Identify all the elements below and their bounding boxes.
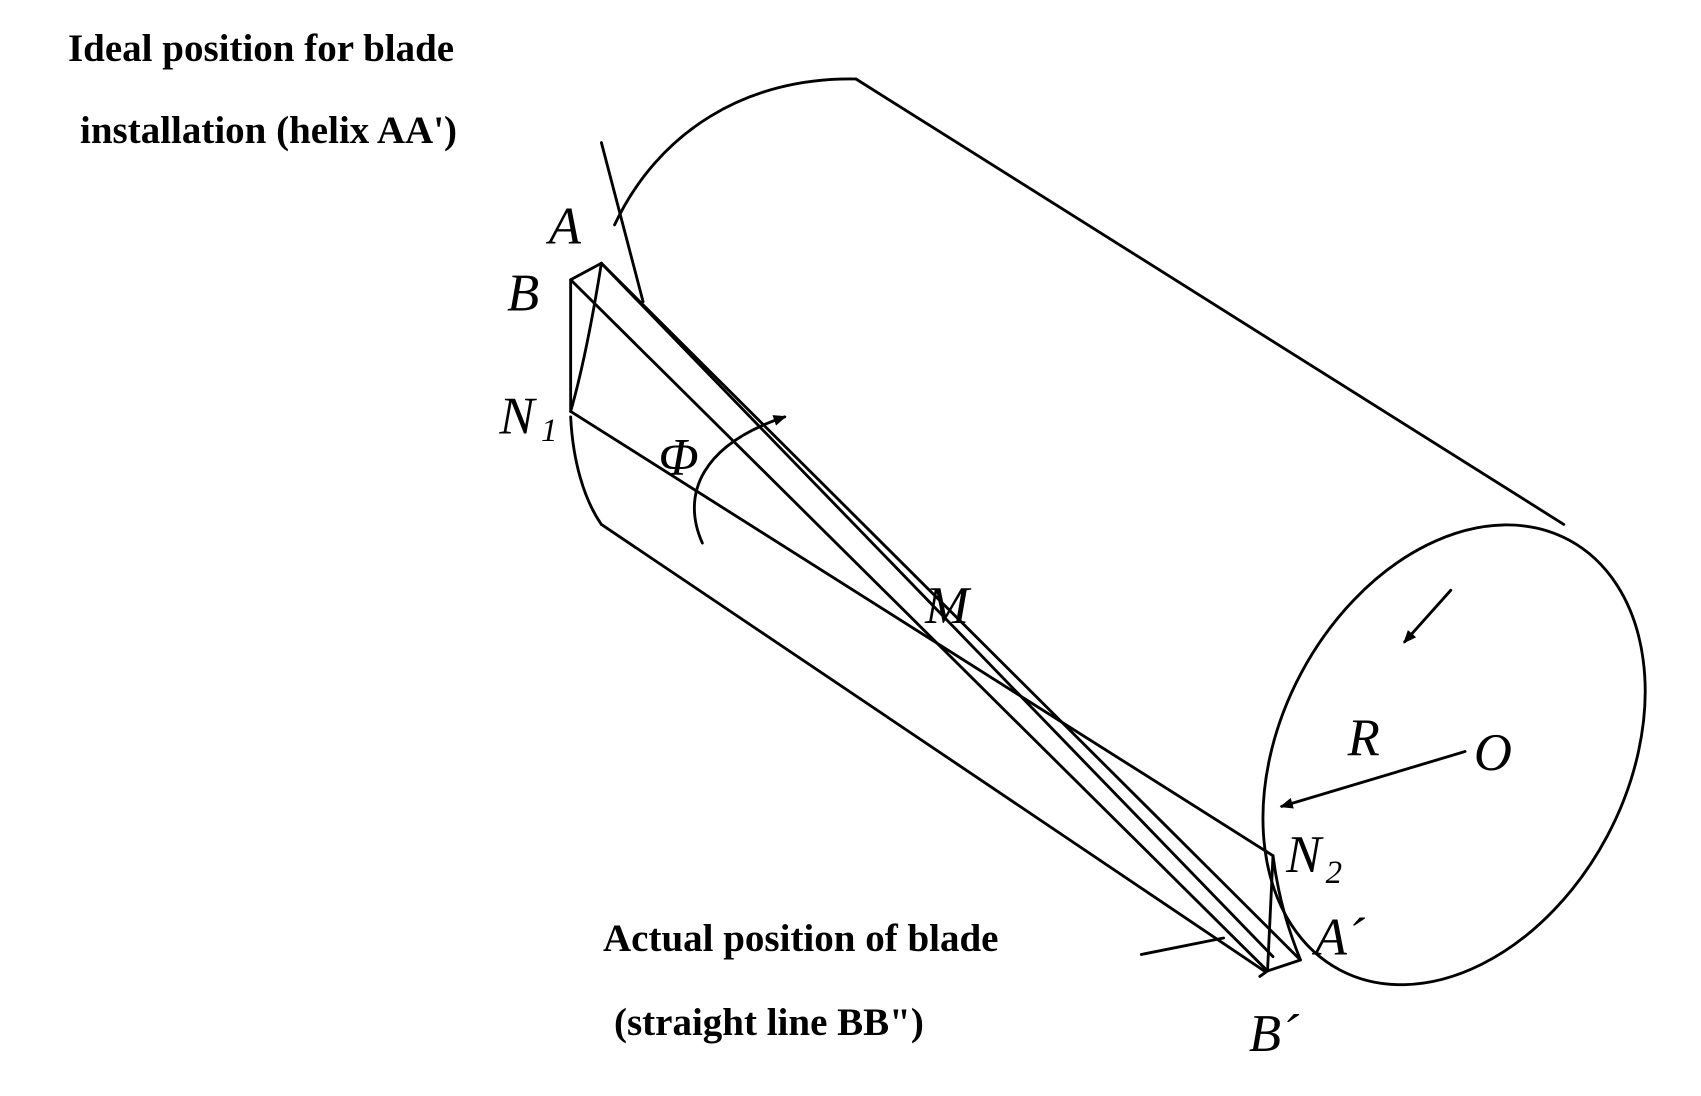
helix-AA-line: [599, 261, 1302, 962]
ideal-caption-line1: Ideal position for blade: [68, 27, 455, 70]
radius-line: [1279, 750, 1467, 809]
right-end-ellipse: [1261, 523, 1647, 987]
tangent-line: [599, 141, 645, 304]
actual-caption-line1: Actual position of blade: [603, 917, 999, 960]
label-N1-subscript: 1: [541, 413, 557, 449]
label-O: O: [1474, 724, 1512, 782]
label-N2: N: [1285, 826, 1324, 884]
helix-inner-line: [599, 261, 1275, 959]
actual-caption-line2: (straight line BB"): [614, 1001, 924, 1044]
cylinder-top-edge: [854, 77, 1566, 526]
label-N1: N: [498, 387, 537, 445]
label-M: M: [924, 577, 972, 635]
left-end-lower-arc: [569, 415, 603, 526]
label-B: B: [507, 264, 539, 322]
left-end-arc: [613, 77, 858, 227]
label-N2-subscript: 2: [1326, 855, 1342, 891]
label-A: A: [546, 198, 582, 256]
label-phi: Φ: [658, 429, 698, 487]
label-A-prime: A´: [1312, 908, 1366, 966]
N1-N2-line: [569, 409, 1275, 858]
label-B-prime: B´: [1249, 1005, 1300, 1063]
label-R: R: [1347, 709, 1380, 767]
phi-rotation-arc: [693, 415, 787, 545]
straight-BB-line: [569, 278, 1269, 973]
cylinder-bottom-edge: [599, 522, 1266, 973]
ideal-caption-line2: installation (helix AA'): [80, 109, 458, 152]
actual-leader-line: [1139, 936, 1226, 956]
left-blade-profile: [569, 261, 603, 413]
right-blade-profile: [1258, 854, 1302, 978]
rotation-arrow: [1403, 588, 1453, 644]
